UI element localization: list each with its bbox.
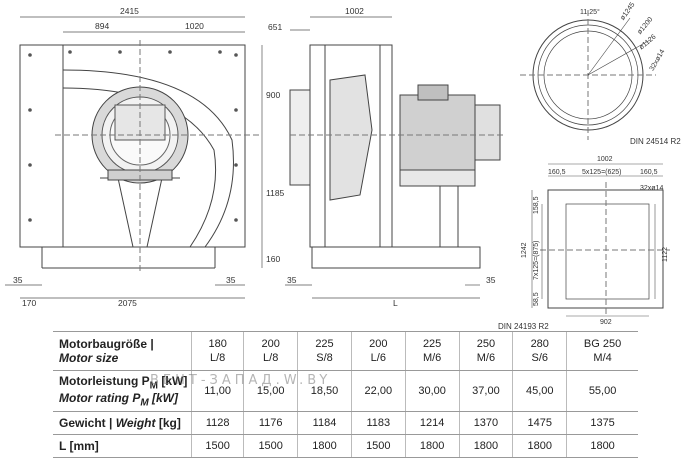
motor-rating-cell: 22,00 xyxy=(350,370,406,412)
dim-base-height: 160 xyxy=(266,254,280,264)
length-cell: 1800 xyxy=(512,434,567,458)
length-cell: 1500 xyxy=(190,434,244,458)
label-motor-size: Motorbaugröße | Motor size xyxy=(53,331,192,371)
watermark: ВЕНТ-ЗАПАД.W.BY xyxy=(150,373,332,388)
rect-flange-inner-width: 902 xyxy=(600,319,612,326)
dim-inlet-offset: 651 xyxy=(268,22,282,32)
length-cell: 1800 xyxy=(458,434,513,458)
round-flange-d2: ø1200 xyxy=(636,16,654,36)
weight-cell: 1176 xyxy=(243,411,298,435)
dim-width-left: 894 xyxy=(95,21,109,31)
dim-foot-offset: 170 xyxy=(22,298,36,308)
rect-flange-edge-top: 158,5 xyxy=(533,196,540,214)
length-cell: 1500 xyxy=(243,434,298,458)
motor-rating-cell: 37,00 xyxy=(458,370,513,412)
round-flange-standard: DIN 24514 R2 xyxy=(630,137,681,146)
rect-flange-dimensions xyxy=(531,163,663,317)
round-flange-d1: ø1245 xyxy=(619,1,636,21)
weight-cell: 1214 xyxy=(404,411,460,435)
length-cell: 1500 xyxy=(350,434,406,458)
dim-length-l: L xyxy=(393,298,398,308)
weight-cell: 1184 xyxy=(297,411,352,435)
dim-depth-total: 1002 xyxy=(345,6,364,16)
dim-base-length: 2075 xyxy=(118,298,137,308)
weight-cell: 1475 xyxy=(512,411,567,435)
dim-width-right: 1020 xyxy=(185,21,204,31)
rect-flange xyxy=(540,182,670,315)
table-row: Motorleistung PM [kW] Motor rating PM [k… xyxy=(53,370,638,412)
front-view xyxy=(19,40,260,272)
technical-drawing: 2415 894 1020 900 1185 160 35 35 170 207… xyxy=(5,1,681,330)
round-flange xyxy=(520,10,656,140)
front-view-dimensions xyxy=(5,16,263,299)
length-cell: 1800 xyxy=(297,434,352,458)
dim-offset-right: 35 xyxy=(226,275,236,285)
side-view xyxy=(289,44,505,269)
weight-cell: 1375 xyxy=(566,411,638,435)
rect-flange-bolt-spacing: 5x125=(625) xyxy=(582,169,622,176)
rect-flange-edge-bottom: 58,5 xyxy=(533,292,540,306)
weight-cell: 1370 xyxy=(458,411,513,435)
side-view-dimensions xyxy=(285,16,480,299)
rect-flange-inner-height: 1122 xyxy=(662,247,669,262)
motor-rating-cell: 30,00 xyxy=(404,370,460,412)
dim-offset-left: 35 xyxy=(13,275,23,285)
rect-flange-standard: DIN 24193 R2 xyxy=(498,322,549,330)
label-weight: Gewicht | Weight [kg] xyxy=(53,411,192,435)
rect-flange-edge-left: 160,5 xyxy=(548,169,566,176)
motor-rating-cell: 55,00 xyxy=(566,370,638,412)
motor-rating-cell: 18,50 xyxy=(297,370,352,412)
round-flange-angle: 11.25° xyxy=(580,8,600,16)
label-length: L [mm] xyxy=(53,434,192,458)
rect-flange-edge-right: 160,5 xyxy=(640,169,658,176)
round-flange-holes: 32xø14 xyxy=(649,48,667,72)
table-row: L [mm] 1500 1500 1800 1500 1800 1800 180… xyxy=(53,434,638,458)
dim-width-total: 2415 xyxy=(120,6,139,16)
length-cell: 1800 xyxy=(566,434,638,458)
motor-rating-cell: 45,00 xyxy=(512,370,567,412)
dim-side-offset-right: 35 xyxy=(486,275,496,285)
weight-cell: 1183 xyxy=(350,411,406,435)
dim-height-lower: 1185 xyxy=(266,188,285,198)
dim-height-upper: 900 xyxy=(266,90,280,100)
weight-cell: 1128 xyxy=(190,411,244,435)
rect-flange-height: 1242 xyxy=(521,242,528,258)
dim-side-offset-left: 35 xyxy=(287,275,297,285)
rect-flange-bolt-spacing-v: 7x125=(875) xyxy=(533,240,540,280)
rect-flange-holes: 32xø14 xyxy=(640,185,663,192)
length-cell: 1800 xyxy=(404,434,460,458)
rect-flange-width: 1002 xyxy=(597,156,613,163)
table-row: Gewicht | Weight [kg] 1128 1176 1184 118… xyxy=(53,411,638,435)
